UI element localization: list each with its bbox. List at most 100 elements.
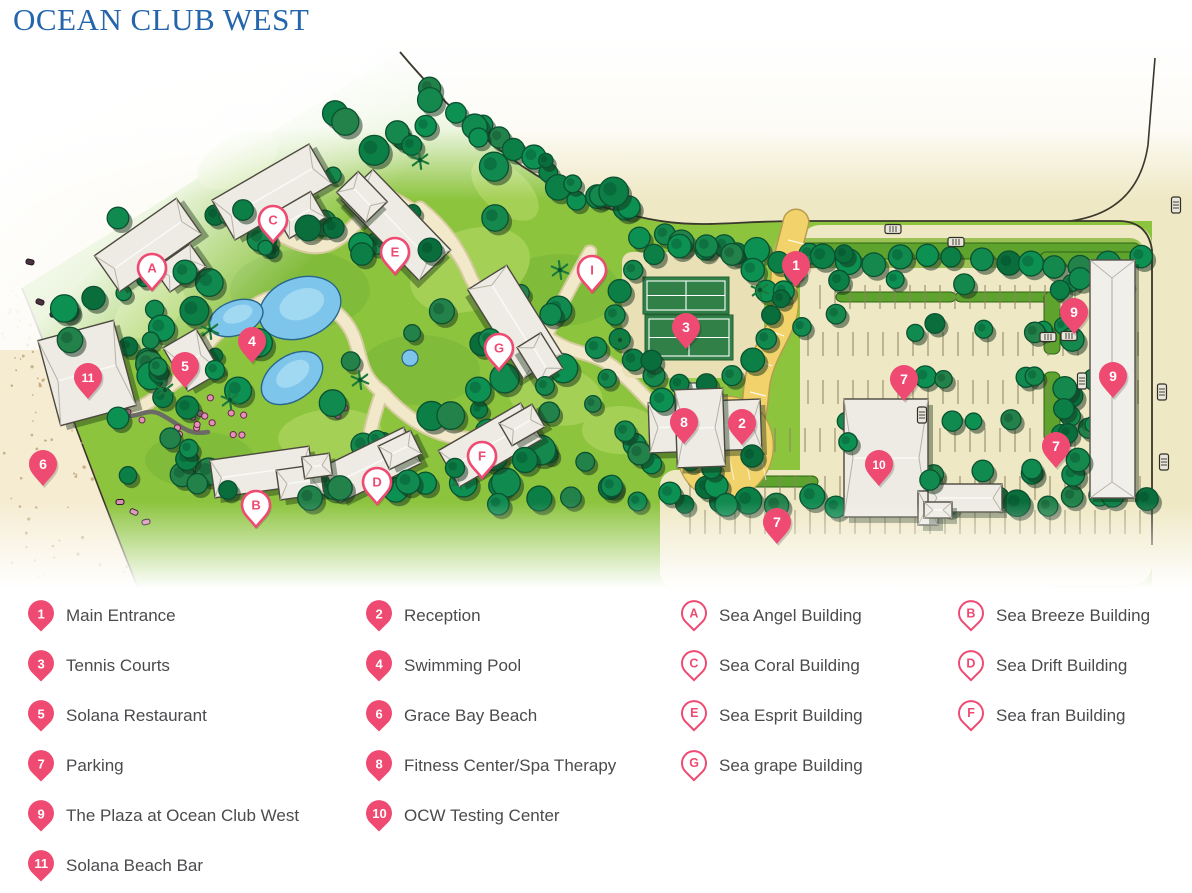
svg-text:F: F: [478, 449, 486, 464]
legend-pin-icon: G: [675, 744, 713, 782]
legend-pin-icon: A: [675, 594, 713, 632]
svg-text:A: A: [147, 261, 157, 276]
legend-label: Sea fran Building: [996, 706, 1126, 725]
map-marker-D: D: [361, 466, 393, 507]
svg-text:7: 7: [773, 514, 781, 530]
map-marker-C: C: [257, 204, 289, 245]
legend-pin-icon: 6: [360, 694, 398, 732]
svg-text:3: 3: [682, 319, 690, 335]
svg-text:1: 1: [792, 257, 800, 273]
legend-item-4: 4 Swimming Pool: [360, 644, 522, 682]
legend-label: OCW Testing Center: [404, 806, 560, 825]
legend-item-11: 11 Solana Beach Bar: [22, 844, 204, 882]
legend-label: Sea Angel Building: [719, 606, 862, 625]
legend-pin-icon: D: [952, 644, 990, 682]
map-marker-E: E: [379, 236, 411, 277]
svg-text:I: I: [590, 263, 594, 278]
svg-text:C: C: [268, 213, 278, 228]
legend-item-5: 5 Solana Restaurant: [22, 694, 207, 732]
legend-label: Parking: [66, 756, 124, 775]
map-marker-7: 7: [890, 365, 920, 403]
legend-label: Sea Coral Building: [719, 656, 860, 675]
map-marker-I: I: [576, 254, 608, 295]
legend-item-7: 7 Parking: [22, 744, 124, 782]
legend-pin-icon: 2: [360, 594, 398, 632]
legend-pin-icon: E: [675, 694, 713, 732]
legend-label: Tennis Courts: [66, 656, 170, 675]
legend-label: Sea Breeze Building: [996, 606, 1151, 625]
svg-text:7: 7: [900, 371, 908, 387]
legend-item-A: A Sea Angel Building: [675, 594, 862, 632]
legend-item-1: 1 Main Entrance: [22, 594, 176, 632]
legend-label: Sea grape Building: [719, 756, 863, 775]
legend-item-G: G Sea grape Building: [675, 744, 863, 782]
map-marker-F: F: [466, 440, 498, 481]
legend-label: The Plaza at Ocean Club West: [66, 806, 300, 825]
map-marker-3: 3: [672, 313, 702, 351]
map-marker-8: 8: [670, 408, 700, 446]
page-title: OCEAN CLUB WEST: [13, 2, 310, 37]
svg-text:9: 9: [1070, 304, 1078, 320]
legend-item-D: D Sea Drift Building: [952, 644, 1128, 682]
legend-label: Sea Drift Building: [996, 656, 1128, 675]
legend-label: Main Entrance: [66, 606, 176, 625]
legend-pin-icon: 10: [360, 794, 398, 832]
svg-text:6: 6: [39, 456, 47, 472]
map-marker-10: 10: [865, 450, 895, 488]
legend-label: Solana Beach Bar: [66, 856, 204, 875]
legend-pin-icon: 3: [22, 644, 60, 682]
legend-pin-icon: 9: [22, 794, 60, 832]
map-marker-11: 11: [74, 363, 104, 401]
map-marker-7: 7: [763, 508, 793, 546]
legend-item-2: 2 Reception: [360, 594, 481, 632]
legend-label: Grace Bay Beach: [404, 706, 538, 725]
svg-text:5: 5: [181, 358, 189, 374]
map-marker-9: 9: [1099, 362, 1129, 400]
svg-text:7: 7: [1052, 438, 1060, 454]
svg-text:10: 10: [872, 458, 886, 472]
legend-label: Solana Restaurant: [66, 706, 207, 725]
map-marker-B: B: [240, 489, 272, 530]
map-marker-5: 5: [171, 352, 201, 390]
legend-pin-icon: 11: [22, 844, 60, 882]
legend-pin-icon: 8: [360, 744, 398, 782]
svg-text:2: 2: [738, 415, 746, 431]
map-marker-A: A: [136, 252, 168, 293]
svg-text:G: G: [494, 341, 504, 356]
svg-text:B: B: [251, 498, 260, 513]
legend-item-F: F Sea fran Building: [952, 694, 1126, 732]
svg-text:E: E: [391, 245, 400, 260]
legend-pin-icon: F: [952, 694, 990, 732]
svg-text:11: 11: [82, 371, 95, 385]
legend-label: Reception: [404, 606, 481, 625]
resort-map-illustration: 1 2 3 4 5 6 7 7 7 8 9 9 10 11 A B C D E F G I: [0, 40, 1192, 596]
map-marker-4: 4: [238, 327, 268, 365]
map-marker-1: 1: [782, 251, 812, 289]
legend-pin-icon: 5: [22, 694, 60, 732]
legend-pin-icon: B: [952, 594, 990, 632]
map-marker-9: 9: [1060, 298, 1090, 336]
svg-text:8: 8: [680, 414, 688, 430]
svg-text:D: D: [372, 475, 381, 490]
legend-item-B: B Sea Breeze Building: [952, 594, 1151, 632]
map-marker-G: G: [483, 332, 515, 373]
legend-pin-icon: 4: [360, 644, 398, 682]
legend-label: Sea Esprit Building: [719, 706, 863, 725]
legend-pin-icon: 7: [22, 744, 60, 782]
legend-pin-icon: C: [675, 644, 713, 682]
map-marker-6: 6: [29, 450, 59, 488]
legend-item-9: 9 The Plaza at Ocean Club West: [22, 794, 300, 832]
map-marker-2: 2: [728, 409, 758, 447]
legend-label: Swimming Pool: [404, 656, 522, 675]
map-marker-7: 7: [1042, 432, 1072, 470]
legend-item-8: 8 Fitness Center/Spa Therapy: [360, 744, 617, 782]
legend-item-6: 6 Grace Bay Beach: [360, 694, 538, 732]
svg-text:9: 9: [1109, 368, 1117, 384]
legend-label: Fitness Center/Spa Therapy: [404, 756, 617, 775]
legend-pin-icon: 1: [22, 594, 60, 632]
legend-item-10: 10 OCW Testing Center: [360, 794, 560, 832]
legend-item-3: 3 Tennis Courts: [22, 644, 170, 682]
legend-item-C: C Sea Coral Building: [675, 644, 860, 682]
legend-item-E: E Sea Esprit Building: [675, 694, 863, 732]
